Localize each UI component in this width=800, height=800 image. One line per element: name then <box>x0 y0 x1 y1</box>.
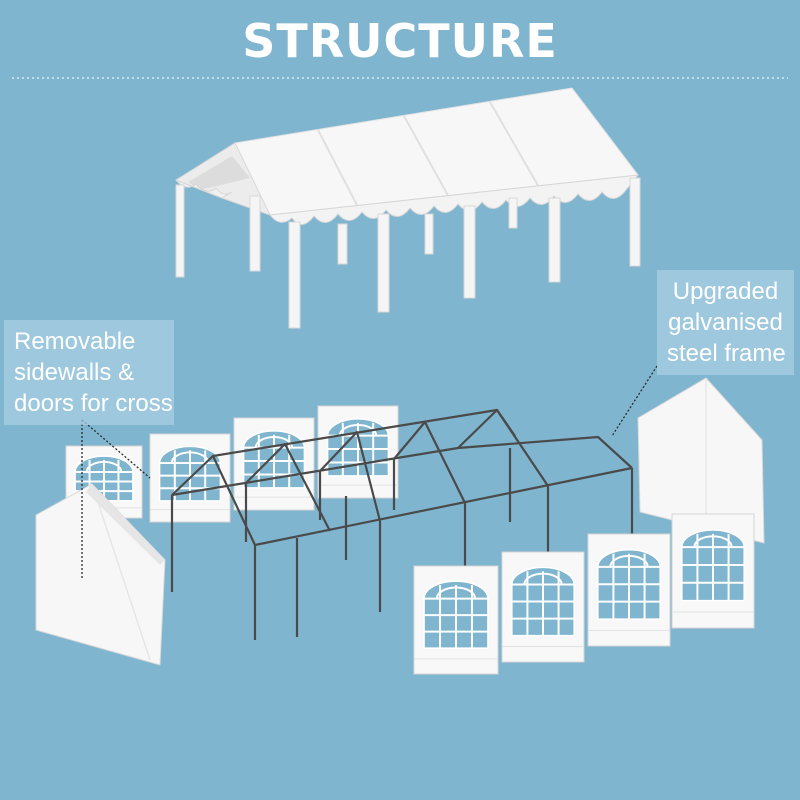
tent-leg <box>175 184 185 278</box>
steel-frame <box>170 408 634 640</box>
roof-seam <box>317 129 359 208</box>
frame-rafter <box>171 454 256 546</box>
tent-valance <box>269 174 640 225</box>
callout-line: steel frame <box>667 340 786 367</box>
callout-leader-right <box>611 365 658 437</box>
tent-leg <box>424 213 434 255</box>
frame-rafter <box>319 430 382 522</box>
sidewall-panel <box>671 513 755 629</box>
frame-back-eave <box>171 435 633 497</box>
callout-line: galvanised <box>668 309 783 336</box>
tent-leg <box>249 195 261 272</box>
left-gable-wall <box>35 483 166 666</box>
frame-rafter <box>457 408 549 487</box>
sidewall-panel <box>587 533 671 647</box>
tent-leg <box>508 197 518 229</box>
tent-valance-gable <box>175 179 233 199</box>
sidewall-panel <box>233 417 315 511</box>
page-title: STRUCTURE <box>242 14 558 68</box>
callout-steel-frame: Upgraded galvanised steel frame <box>657 270 794 375</box>
tent-leg <box>337 223 348 265</box>
sidewall-panel <box>317 405 399 499</box>
callout-line: Upgraded <box>672 278 779 305</box>
callout-leader-left <box>81 419 151 479</box>
sidewall-panel <box>413 565 499 675</box>
assembled-tent <box>174 87 641 329</box>
tent-roof <box>234 87 639 216</box>
tent-leg <box>463 205 476 299</box>
front-sidewall <box>413 513 755 675</box>
tent-leg <box>377 213 390 313</box>
callout-line: sidewalls & <box>14 359 135 386</box>
tent-leg <box>548 197 561 283</box>
roof-seam <box>403 115 451 200</box>
roof-seam <box>489 101 541 190</box>
tent-gable-inner <box>188 156 250 190</box>
callout-line: doors for cross <box>14 390 173 417</box>
right-gable-wall <box>637 377 765 544</box>
tent-leg <box>629 177 641 267</box>
frame-rafter <box>393 420 466 504</box>
sidewall-panel <box>501 551 585 663</box>
callout-removable-sidewalls: Removable sidewalls & doors for cross <box>4 320 174 425</box>
tent-leg <box>288 221 301 329</box>
callout-line: Removable <box>14 328 136 355</box>
frame-rafter <box>245 442 331 532</box>
frame-front-eave <box>254 466 633 547</box>
